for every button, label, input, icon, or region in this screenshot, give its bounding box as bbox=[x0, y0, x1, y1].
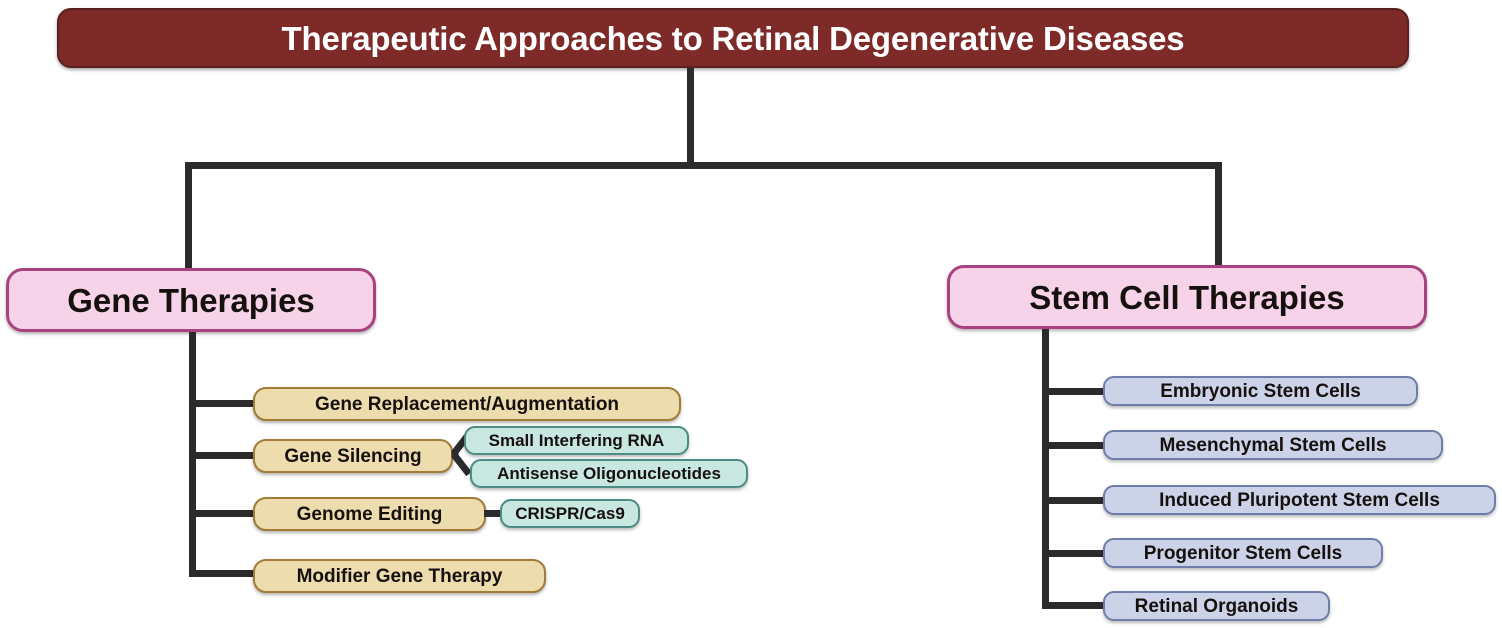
connector-stem-branch-2 bbox=[1042, 497, 1107, 504]
connector-gene-branch-0 bbox=[189, 400, 257, 407]
node-gene-silencing[interactable]: Gene Silencing bbox=[253, 439, 453, 473]
connector-title-drop bbox=[687, 68, 694, 168]
connector-split-bar bbox=[185, 162, 1222, 169]
node-gene-replacement-augmentation[interactable]: Gene Replacement/Augmentation bbox=[253, 387, 681, 421]
node-stem-cell-therapies[interactable]: Stem Cell Therapies bbox=[947, 265, 1427, 329]
connector-right-leg bbox=[1215, 162, 1222, 269]
connector-stem-branch-4 bbox=[1042, 602, 1107, 609]
node-embryonic-stem-cells[interactable]: Embryonic Stem Cells bbox=[1103, 376, 1418, 406]
node-gene-therapies[interactable]: Gene Therapies bbox=[6, 268, 376, 332]
connector-gene-branch-1 bbox=[189, 452, 257, 459]
connector-stem-branch-3 bbox=[1042, 550, 1107, 557]
node-retinal-organoids[interactable]: Retinal Organoids bbox=[1103, 591, 1330, 621]
node-genome-editing[interactable]: Genome Editing bbox=[253, 497, 486, 531]
node-antisense-oligonucleotides[interactable]: Antisense Oligonucleotides bbox=[470, 459, 748, 488]
connector-stem-branch-0 bbox=[1042, 388, 1107, 395]
connector-gene-branch-3 bbox=[189, 570, 257, 577]
connector-gene-silencing-fork bbox=[449, 432, 471, 476]
connector-gene-branch-2 bbox=[189, 510, 257, 517]
node-small-interfering-rna[interactable]: Small Interfering RNA bbox=[464, 426, 689, 455]
diagram-title: Therapeutic Approaches to Retinal Degene… bbox=[57, 8, 1409, 68]
connector-crispr-dash bbox=[484, 510, 504, 517]
connector-stem-trunk bbox=[1042, 329, 1049, 609]
connector-left-leg bbox=[185, 162, 192, 272]
node-mesenchymal-stem-cells[interactable]: Mesenchymal Stem Cells bbox=[1103, 430, 1443, 460]
node-progenitor-stem-cells[interactable]: Progenitor Stem Cells bbox=[1103, 538, 1383, 568]
node-induced-pluripotent-stem-cells[interactable]: Induced Pluripotent Stem Cells bbox=[1103, 485, 1496, 515]
node-crispr-cas9[interactable]: CRISPR/Cas9 bbox=[500, 499, 640, 528]
node-modifier-gene-therapy[interactable]: Modifier Gene Therapy bbox=[253, 559, 546, 593]
connector-stem-branch-1 bbox=[1042, 442, 1107, 449]
